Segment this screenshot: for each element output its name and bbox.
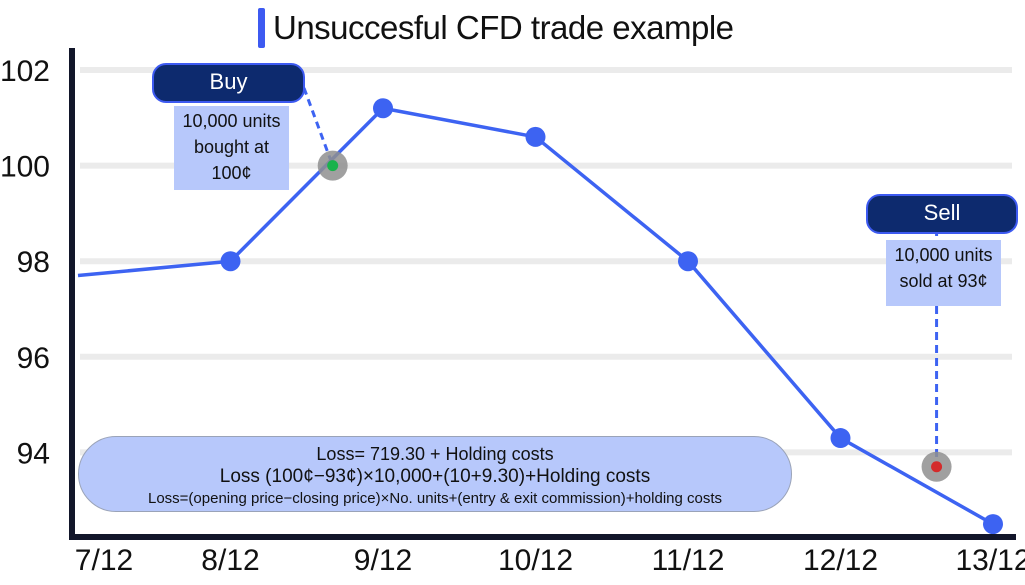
loss-formula-line-1: Loss= 719.30 + Holding costs <box>316 444 554 464</box>
chart-title-text: Unsuccesful CFD trade example <box>273 9 734 46</box>
data-point <box>220 251 241 272</box>
y-tick-label: 94 <box>17 437 50 470</box>
sell-note-line: sold at 93¢ <box>899 271 988 291</box>
data-point <box>983 514 1003 535</box>
sell-tag: Sell <box>866 194 1018 234</box>
sell-note: 10,000 units sold at 93¢ <box>886 240 1001 306</box>
data-point <box>830 428 851 449</box>
data-point <box>678 251 698 272</box>
buy-note-line: 10,000 units <box>182 111 281 131</box>
x-tick-label: 10/12 <box>498 544 573 577</box>
buy-note-line: bought at <box>193 137 270 157</box>
loss-formula-line-3: Loss=(opening price−closing price)×No. u… <box>147 490 723 507</box>
x-tick-label: 13/12 <box>955 544 1025 577</box>
sell-note-line: 10,000 units <box>894 245 993 265</box>
y-tick-label: 102 <box>0 55 50 88</box>
chart-title: Unsuccesful CFD trade example <box>258 6 734 50</box>
buy-note-line: 100¢ <box>211 163 252 183</box>
buy-connector <box>302 87 335 167</box>
buy-tag: Buy <box>152 63 305 103</box>
data-point <box>373 98 393 119</box>
x-tick-label: 11/12 <box>652 544 725 577</box>
buy-point <box>327 160 339 172</box>
buy-note: 10,000 units bought at 100¢ <box>174 106 289 190</box>
y-tick-label: 96 <box>17 342 50 375</box>
title-accent-bar <box>258 8 265 48</box>
sell-point <box>931 461 943 473</box>
x-tick-label: 8/12 <box>201 544 259 577</box>
loss-formula-line-2: Loss (100¢−93¢)×10,000+(10+9.30)+Holding… <box>219 466 651 487</box>
x-tick-label: 7/12 <box>75 544 133 577</box>
data-point <box>525 126 546 147</box>
y-tick-label: 100 <box>0 151 50 184</box>
loss-formula-box: Loss= 719.30 + Holding costs Loss (100¢−… <box>78 436 792 512</box>
y-tick-label: 98 <box>17 246 50 279</box>
x-tick-label: 12/12 <box>803 544 878 577</box>
x-tick-label: 9/12 <box>354 544 412 577</box>
